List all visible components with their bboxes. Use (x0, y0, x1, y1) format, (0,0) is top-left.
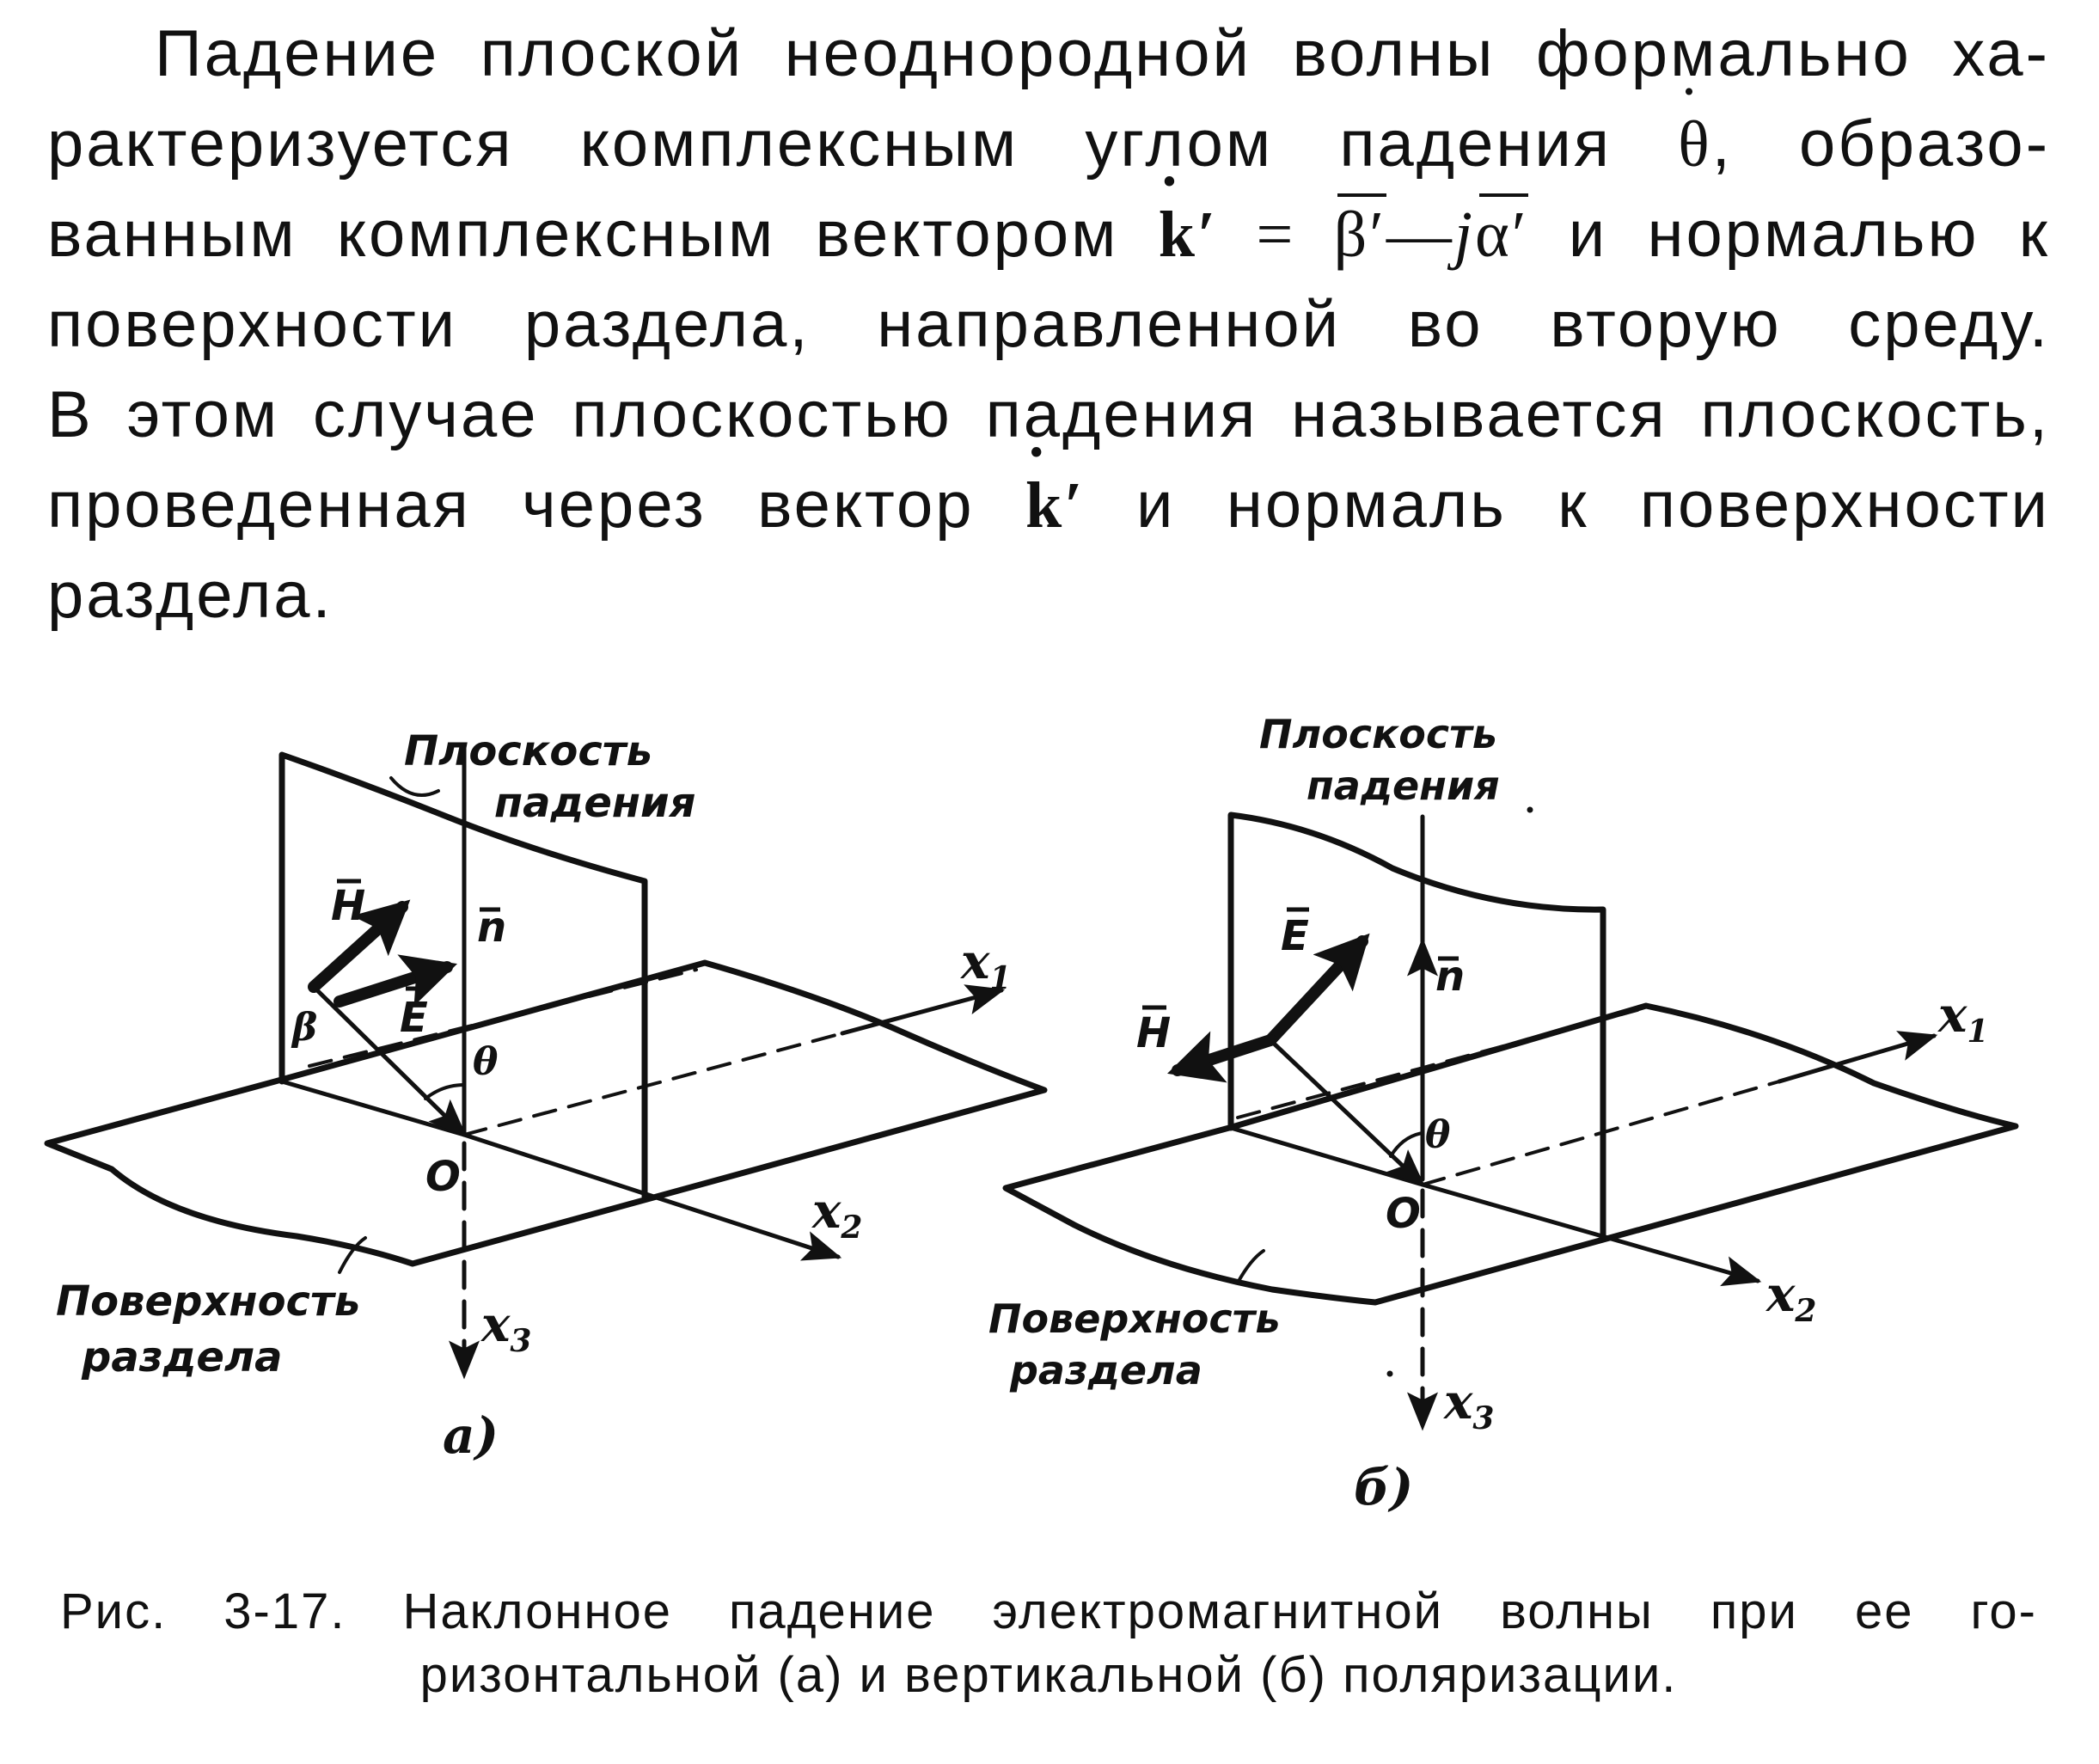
alpha-vector-symbol: α′ (1475, 190, 1529, 280)
text-fragment: и нормаль к поверхности (1085, 469, 2050, 542)
x1-axis-b (1777, 1031, 1938, 1084)
surface-plane-a (44, 959, 1048, 1267)
figure-b-labels: Плоскость падения E H n θ O x1 x2 x3 Пов… (988, 711, 1988, 1516)
x3-label-b: x3 (1443, 1374, 1494, 1436)
origin-label-b: O (1386, 1190, 1421, 1238)
k-vector-symbol: k′ (1025, 426, 1086, 551)
text-fragment: и нормалью к (1528, 198, 2050, 271)
body-paragraph: Падение плоской неоднородной волны форма… (47, 9, 2050, 640)
figure-a (44, 745, 1048, 1380)
x2-axis-a (462, 1132, 842, 1261)
text-line-4: поверхности раздела, направленной во вто… (47, 288, 2050, 361)
h-label-b: H (1136, 1009, 1171, 1057)
plane-label-a-2: падения (494, 779, 696, 827)
theta-symbol: θ (1678, 65, 1712, 190)
text-fragment: рактеризуется комплексным углом падения (47, 107, 1679, 181)
text-line-7: раздела. (47, 559, 334, 632)
incident-ray-a (311, 984, 468, 1138)
plane-label-b-1: Плоскость (1259, 711, 1497, 757)
h-label-a: H (331, 882, 365, 930)
x2-label-b: x2 (1765, 1266, 1816, 1329)
incidence-plane-a (278, 751, 648, 1200)
figure-caption: Рис. 3-17. Наклонное падение электромагн… (60, 1580, 2037, 1707)
origin-label-a: O (425, 1153, 461, 1201)
figure-a-tag: а) (443, 1406, 499, 1465)
plane-label-a-1: Плоскость (404, 727, 652, 775)
equals-sign: = (1218, 199, 1334, 271)
e-label-b: E (1281, 912, 1309, 960)
surface-label-b-2: раздела (1009, 1347, 1202, 1393)
theta-label-a: θ (473, 1040, 499, 1084)
text-line-1: Падение плоской неоднородной волны форма… (155, 17, 2050, 90)
theta-label-b: θ (1425, 1113, 1451, 1157)
surface-plane-b (1002, 1002, 2019, 1306)
h-vector-a (308, 899, 411, 993)
k-vector-symbol: k′ (1159, 156, 1219, 280)
e-label-a: E (400, 994, 428, 1042)
x3-label-a: x3 (480, 1296, 531, 1359)
caption-line-2: ризонтальной (а) и вертикальной (б) поля… (419, 1647, 1678, 1703)
beta-label-a: β (291, 1006, 317, 1050)
surface-label-b-1: Поверхность (988, 1295, 1280, 1342)
text-fragment: проведенная через вектор (47, 469, 1025, 542)
text-line-6: проведенная через вектор k′ и нормаль к … (47, 426, 2050, 551)
incidence-plane-b (1227, 812, 1606, 1241)
figure-a-labels: Плоскость падения H n E β θ O x1 x2 x3 П… (56, 727, 1011, 1465)
beta-vector-symbol: β′ (1334, 190, 1387, 280)
text-line-2: рактеризуется комплексным углом падения … (47, 65, 2050, 190)
j-symbol: j (1453, 199, 1476, 271)
e-vector-a (334, 954, 458, 1008)
x1-axis-a (840, 984, 1006, 1036)
x1-label-b: x1 (1937, 987, 1988, 1050)
plane-label-b-2: падения (1307, 763, 1500, 809)
e-vector-b (1264, 933, 1370, 1046)
figure-b-tag: б) (1354, 1458, 1413, 1516)
text-line-3: ванным комплексным вектором k′ = β′—jα′ … (47, 156, 2050, 280)
text-fragment: , образо- (1711, 107, 2050, 181)
surface-label-a-1: Поверхность (56, 1277, 360, 1326)
caption-line-1: Рис. 3-17. Наклонное падение электромагн… (60, 1583, 2037, 1639)
surface-label-a-2: раздела (81, 1333, 283, 1381)
x1-label-a: x1 (960, 934, 1011, 996)
minus-sign: — (1386, 199, 1454, 271)
incident-ray-b (1268, 1038, 1426, 1188)
x2-label-a: x2 (811, 1183, 862, 1246)
text-fragment: ванным комплексным вектором (47, 198, 1159, 271)
x2-axis-b (1420, 1182, 1762, 1287)
h-vector-b (1167, 1031, 1276, 1083)
figure-b (1002, 806, 2019, 1431)
